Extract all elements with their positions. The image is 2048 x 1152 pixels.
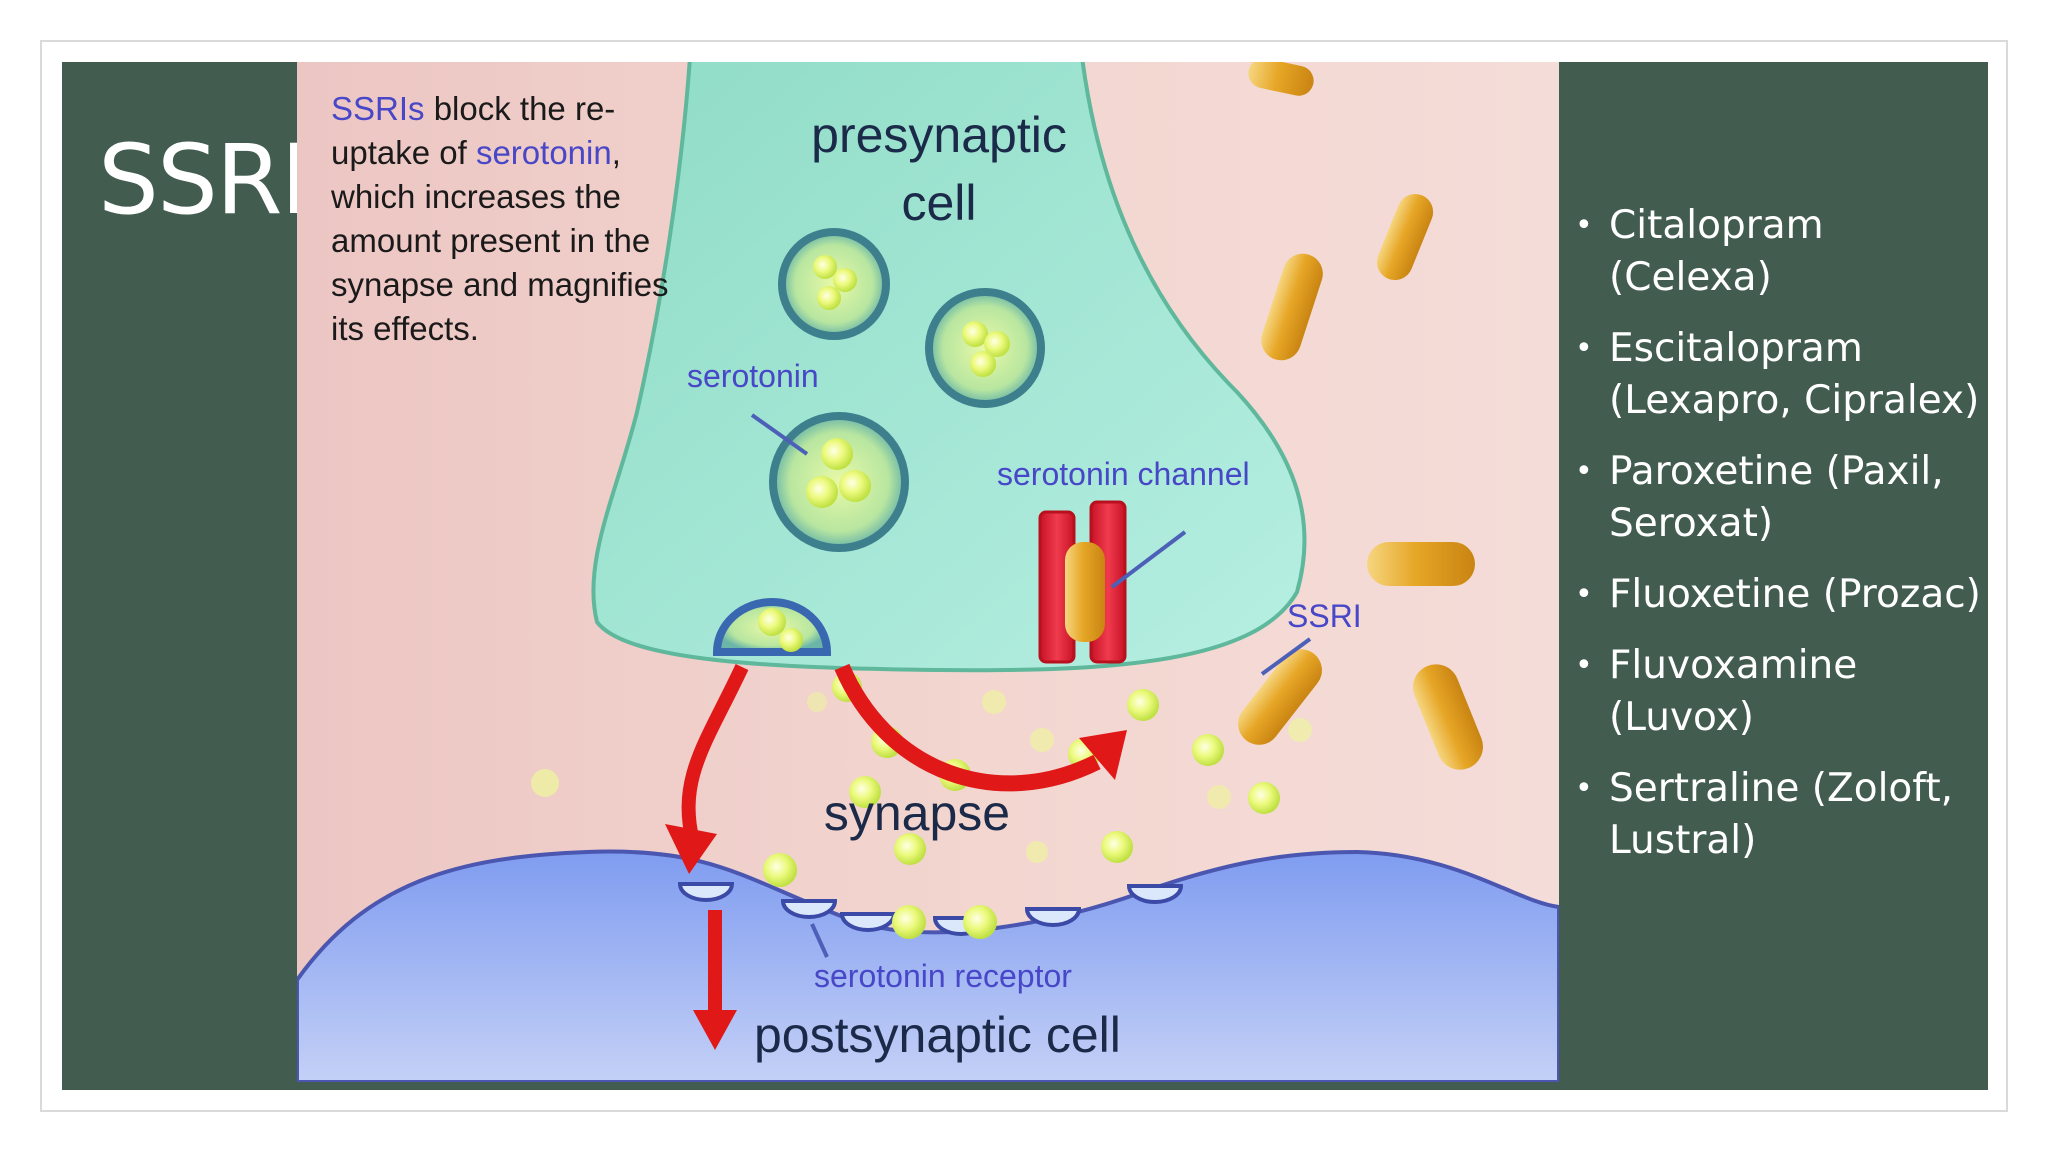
caption-line6: its effects. [331,310,479,347]
drug-line1: Fluoxetine (Prozac) [1609,572,1981,617]
caption-ssris: SSRIs [331,90,425,127]
caption: SSRIs block the re- uptake of serotonin,… [330,90,669,347]
serotonin-channel [1038,500,1127,664]
vesicles [712,228,1045,656]
reuptake-arrows [665,663,1127,1050]
caption-serotonin: serotonin [476,134,612,171]
drug-item-fluoxetine: Fluoxetine (Prozac) [1569,569,1984,621]
svg-text:uptake of serotonin,: uptake of serotonin, [331,134,621,171]
slide-title: SSRI [98,124,309,236]
drug-line2: Lustral) [1609,818,1757,863]
drug-line2: (Luvox) [1609,695,1755,740]
svg-text:SSRIs block the re-: SSRIs block the re- [331,90,615,127]
drug-line2: (Lexapro, Cipralex) [1609,378,1980,423]
drug-line1: Sertraline (Zoloft, [1609,766,1954,811]
drug-item-sertraline: Sertraline (Zoloft, Lustral) [1569,763,1984,867]
ssri-label: SSRI [1287,598,1362,634]
caption-line3: which increases the [330,178,621,215]
serotonin-receptor-label: serotonin receptor [814,958,1072,994]
presynaptic-label-line1: presynaptic [811,107,1067,163]
postsynaptic-label: postsynaptic cell [754,1007,1121,1063]
drug-line2: Seroxat) [1609,501,1774,546]
serotonin-channel-label: serotonin channel [997,456,1250,492]
pointer-lines [750,413,1312,958]
caption-line5: synapse and magnifies [331,266,669,303]
drug-item-fluvoxamine: Fluvoxamine (Luvox) [1569,640,1984,744]
serotonin-receptors [677,882,1184,936]
drug-line1: Fluvoxamine [1609,643,1858,688]
slide: SSRI [62,62,1988,1090]
caption-line2-start: uptake of [331,134,476,171]
caption-line4: amount present in the [331,222,650,259]
caption-line2-end: , [612,134,621,171]
drug-line1: Escitalopram [1609,326,1863,371]
drug-line1: Paroxetine (Paxil, [1609,449,1944,494]
ssri-pills [1238,62,1483,770]
drug-list: Citalopram (Celexa) Escitalopram (Lexapro… [1569,200,1984,886]
drug-item-citalopram: Citalopram (Celexa) [1569,200,1984,304]
drug-line1: Citalopram (Celexa) [1609,203,1824,300]
serotonin-label: serotonin [687,358,819,394]
ssri-diagram: SSRIs block the re- uptake of serotonin,… [297,62,1559,1082]
drug-item-paroxetine: Paroxetine (Paxil, Seroxat) [1569,446,1984,550]
drug-item-escitalopram: Escitalopram (Lexapro, Cipralex) [1569,323,1984,427]
caption-line1: block the re- [425,90,616,127]
presynaptic-label-line2: cell [901,175,976,231]
synapse-label: synapse [824,785,1010,841]
